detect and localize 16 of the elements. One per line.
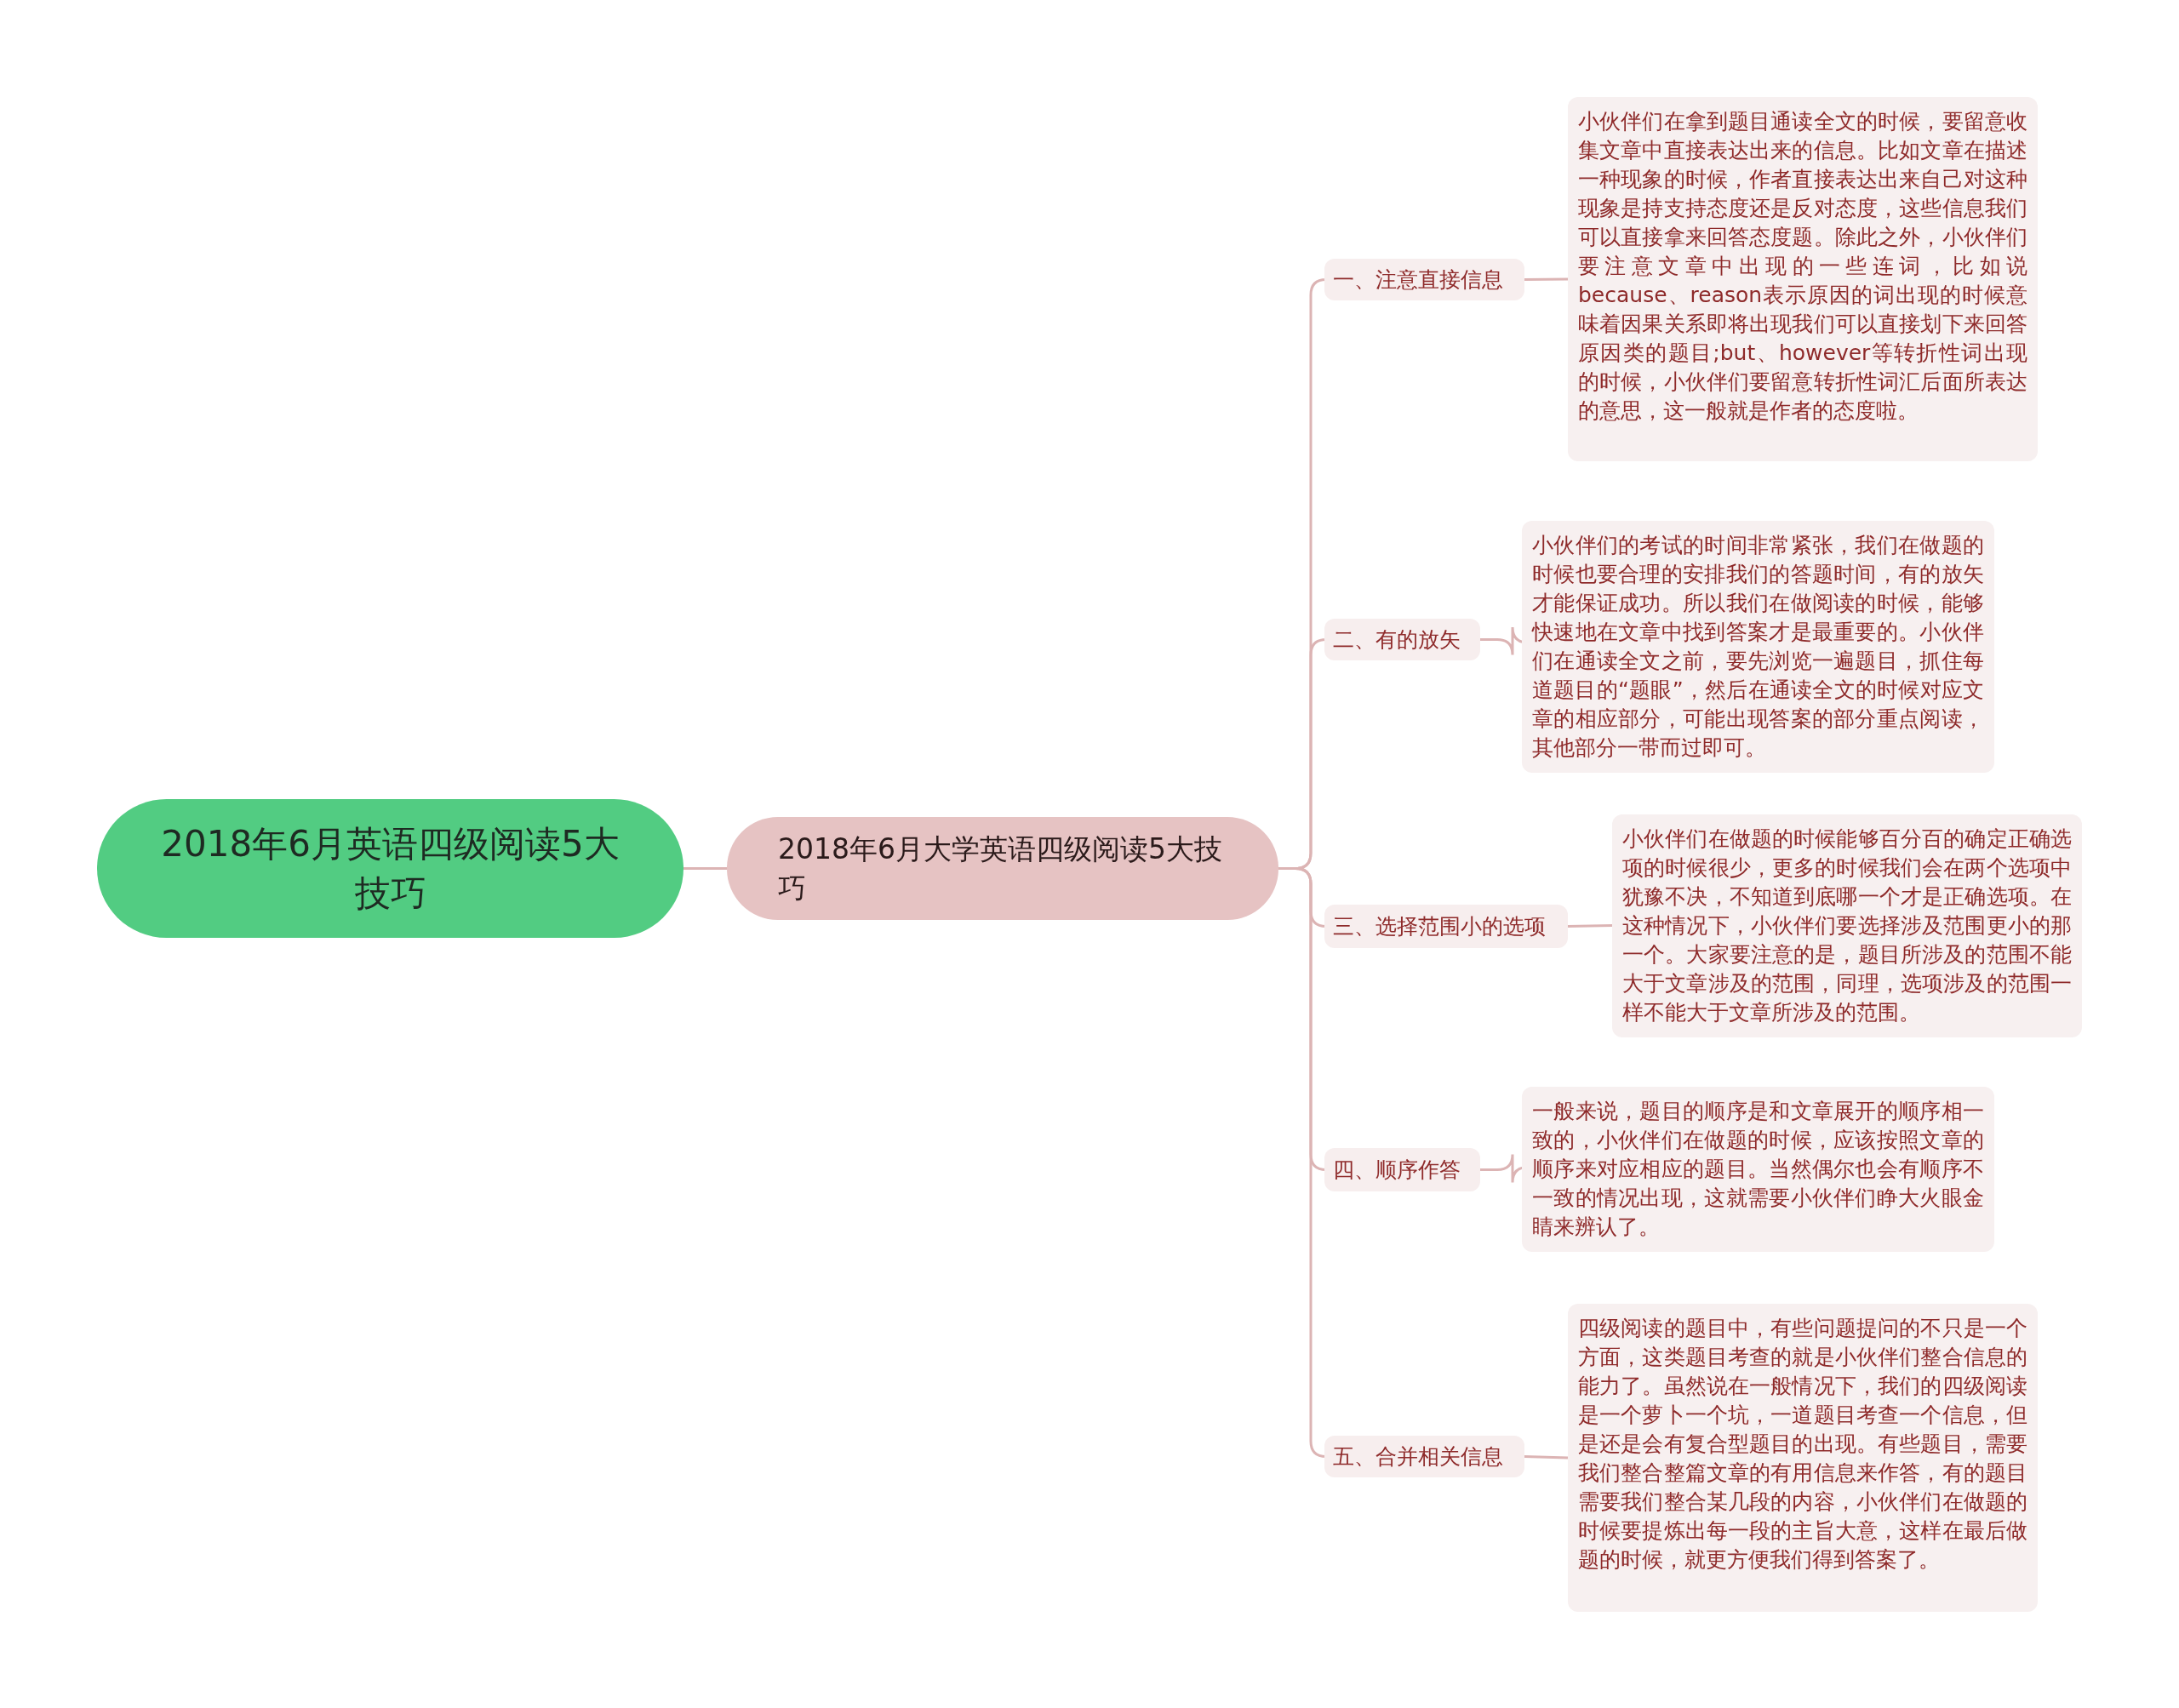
branch-topic-box: 三、选择范围小的选项 [1324, 905, 1568, 948]
branch-topic-box: 二、有的放矢 [1324, 619, 1480, 660]
connector-line [1524, 1455, 1569, 1460]
branch-topic-box: 四、顺序作答 [1324, 1148, 1480, 1191]
connector-line [683, 867, 727, 870]
detail-text-box: 四级阅读的题目中，有些问题提问的不只是一个方面，这类题目考查的就是小伙伴们整合信息的能力了。虽然说在一般情况下，我们的四级阅读是一个萝卜一个坑，一道题目考查一个信息，但是还是会有复合型题目的出现。有些题目，需要我们整合整篇文章的有用信息来作答，有的题目需要我们整合某几段的内容，小伙伴们在做题的时候要提炼出每一段的主旨大意，这样在最后做题的时候，就更方便我们得到答案了。 [1568, 1304, 2038, 1612]
detail-text-box: 小伙伴们的考试的时间非常紧张，我们在做题的时候也要合理的安排我们的答题时间，有的放矢才能保证成功。所以我们在做阅读的时候，能够快速地在文章中找到答案才是最重要的。小伙伴们在通读全文之前，要先浏览一遍题目，抓住每道题目的“题眼”，然后在通读全文的时候对应文章的相应部分，可能出现答案的部分重点阅读，其他部分一带而过即可。 [1522, 521, 1994, 773]
connector-line [1567, 924, 1613, 928]
connector-line [1524, 277, 1568, 281]
detail-text-box: 一般来说，题目的顺序是和文章展开的顺序相一致的，小伙伴们在做题的时候，应该按照文章的顺序来对应相应的题目。当然偶尔也会有顺序不一致的情况出现，这就需要小伙伴们睁大火眼金睛来辨认了。 [1522, 1087, 1994, 1252]
main-topic-box: 2018年6月大学英语四级阅读5大技巧 [727, 817, 1278, 920]
branch-topic-box: 五、合并相关信息 [1324, 1436, 1524, 1477]
root-topic-box: 2018年6月英语四级阅读5大技巧 [97, 799, 683, 938]
detail-text-box: 小伙伴们在做题的时候能够百分百的确定正确选项的时候很少，更多的时候我们会在两个选项中犹豫不决，不知道到底哪一个才是正确选项。在这种情况下，小伙伴们要选择涉及范围更小的那一个。大家要注意的是，题目所涉及的范围不能大于文章涉及的范围，同理，选项涉及的范围一样不能大于文章所涉及的范围。 [1612, 814, 2082, 1037]
detail-text-box: 小伙伴们在拿到题目通读全文的时候，要留意收集文章中直接表达出来的信息。比如文章在描述一种现象的时候，作者直接表达出来自己对这种现象是持支持态度还是反对态度，这些信息我们可以直接拿来回答态度题。除此之外，小伙伴们要注意文章中出现的一些连词，比如说because、reason表示原因的词出现的时候意味着因果关系即将出现我们可以直接划下来回答原因类的题目;but、however等转折性词出现的时候，小伙伴们要留意转折性词汇后面所表达的意思，这一般就是作者的态度啦。 [1568, 97, 2038, 461]
branch-topic-box: 一、注意直接信息 [1324, 259, 1524, 300]
